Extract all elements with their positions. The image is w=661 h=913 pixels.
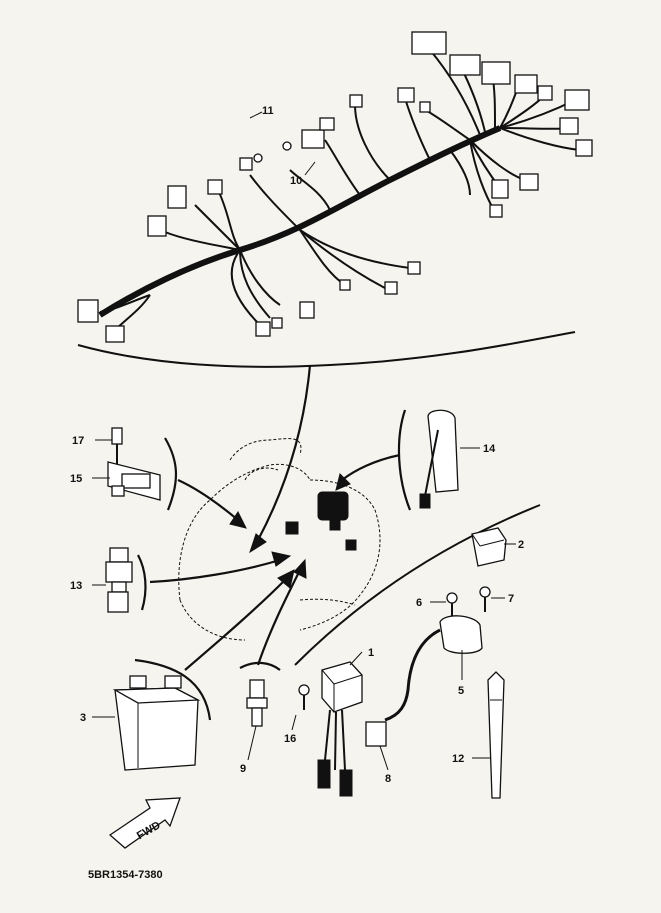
- component-14: [419, 409, 459, 509]
- forward-arrow-icon: [108, 797, 181, 849]
- screw-6: [446, 592, 458, 618]
- sensor-9: [246, 679, 268, 727]
- callout-1: 1: [368, 647, 374, 659]
- ignition-coil-5: [365, 615, 483, 771]
- callout-16: 16: [284, 733, 296, 745]
- callout-labels: 11 10 17 15 13 3 9 16 1 8 5 12 6 7 2 14: [70, 105, 524, 785]
- callout-5: 5: [458, 685, 464, 697]
- callout-17: 17: [72, 435, 84, 447]
- relay-2: [471, 527, 507, 567]
- callout-12: 12: [452, 753, 464, 765]
- callout-15: 15: [70, 473, 82, 485]
- callout-13: 13: [70, 580, 82, 592]
- fuse-holder-15: [107, 427, 161, 501]
- drawing-code: 5BR1354-7380: [88, 869, 163, 881]
- callout-14: 14: [483, 443, 496, 455]
- screw-16: [298, 684, 310, 710]
- wire-harness: [77, 31, 593, 343]
- callout-7: 7: [508, 593, 514, 605]
- callout-3: 3: [80, 712, 86, 724]
- callout-10: 10: [290, 175, 302, 187]
- callout-11: 11: [262, 105, 274, 117]
- relay-13: [105, 547, 133, 613]
- callout-8: 8: [385, 773, 391, 785]
- callout-2: 2: [518, 539, 524, 551]
- screw-7: [479, 586, 491, 612]
- cdi-unit-1: [317, 651, 363, 797]
- strap-12: [487, 671, 505, 799]
- battery-3: [112, 675, 201, 771]
- callout-9: 9: [240, 763, 246, 775]
- scooter-outline: [178, 438, 381, 641]
- callout-6: 6: [416, 597, 422, 609]
